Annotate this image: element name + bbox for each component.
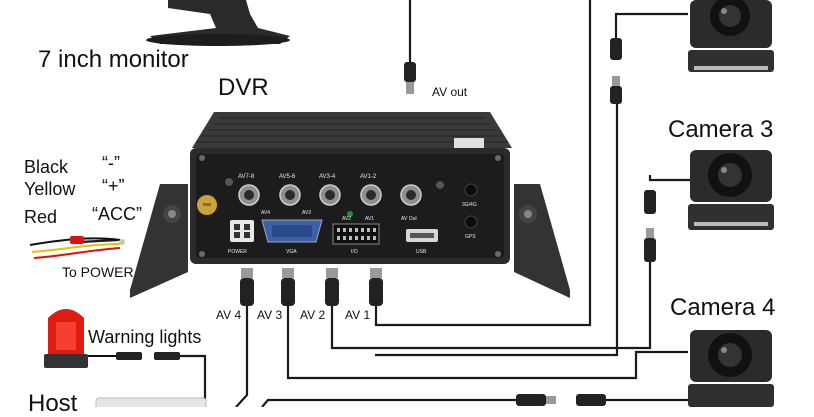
- panel-av4: AV4: [261, 210, 270, 216]
- power-wires: [29, 236, 125, 259]
- cables: [79, 0, 690, 408]
- host-device: [95, 397, 207, 411]
- monitor-stand: [146, 0, 290, 46]
- yellow-wire-label: Yellow: [24, 179, 76, 199]
- camera4-label: Camera 4: [670, 294, 776, 321]
- av-out-plug: [404, 62, 416, 94]
- dvr-panel-labels: AV7-8 AV5-6 AV3-4 AV1-2 AV4 AV3 AV2 AV1 …: [228, 174, 477, 255]
- panel-av2: AV2: [342, 216, 351, 222]
- wiring-diagram-graphic: AV7-8 AV5-6 AV3-4 AV1-2 AV4 AV3 AV2 AV1 …: [29, 0, 774, 411]
- av-plugs: [240, 268, 383, 306]
- panel-av34: AV3-4: [319, 174, 336, 180]
- to-power-label: To POWER: [62, 264, 134, 280]
- panel-av56: AV5-6: [279, 174, 296, 180]
- camera3-cable: [648, 175, 690, 182]
- av4-cable: [235, 305, 249, 408]
- av-out-label: AV out: [432, 85, 468, 99]
- host-label: Host: [28, 390, 78, 417]
- camera-4: [688, 330, 774, 407]
- panel-usb: USB: [416, 249, 427, 255]
- av1-plug: [369, 268, 383, 306]
- power-cable: [79, 238, 119, 244]
- av2-plug: [325, 268, 339, 306]
- black-wire-label: Black: [24, 157, 69, 177]
- panel-av78: AV7-8: [238, 174, 255, 180]
- wiring-diagram: AV7-8 AV5-6 AV3-4 AV1-2 AV4 AV3 AV2 AV1 …: [24, 0, 776, 416]
- camera-plugs: [516, 38, 656, 406]
- panel-av1: AV1: [365, 216, 374, 222]
- warning-cable: [180, 354, 207, 407]
- av1-route-cable: [375, 100, 619, 357]
- av3-plug: [281, 268, 295, 306]
- av3-cable: [286, 305, 688, 380]
- panel-vga: VGA: [286, 249, 297, 255]
- av2-cable: [330, 262, 652, 350]
- red-wire-label: Red: [24, 207, 58, 227]
- camera-top: [688, 0, 774, 72]
- panel-avout: AV Out: [401, 216, 417, 222]
- warning-light: [44, 309, 180, 368]
- camera-3: [688, 150, 774, 230]
- camera3-label: Camera 3: [668, 116, 774, 143]
- av4-label: AV 4: [216, 308, 242, 322]
- panel-3g4g: 3G/4G: [462, 202, 477, 208]
- camera-top-cable: [614, 12, 688, 40]
- av2-label: AV 2: [300, 308, 326, 322]
- av4-plug: [240, 268, 254, 306]
- black-sign-label: “-”: [102, 153, 120, 173]
- warning-lights-label: Warning lights: [88, 327, 202, 347]
- av1-cable: [374, 0, 592, 327]
- host-cable: [261, 398, 520, 408]
- red-sign-label: “ACC”: [92, 204, 142, 224]
- monitor-label: 7 inch monitor: [38, 46, 189, 73]
- av1-label: AV 1: [345, 308, 371, 322]
- av3-label: AV 3: [257, 308, 283, 322]
- panel-power: POWER: [228, 249, 247, 255]
- panel-av12: AV1-2: [360, 174, 377, 180]
- dvr-unit: [130, 112, 570, 298]
- dvr-label: DVR: [218, 74, 269, 101]
- yellow-sign-label: “+”: [102, 176, 125, 196]
- panel-av3: AV3: [302, 210, 311, 216]
- panel-io: I/O: [351, 249, 358, 255]
- panel-gps: GPS: [465, 234, 476, 240]
